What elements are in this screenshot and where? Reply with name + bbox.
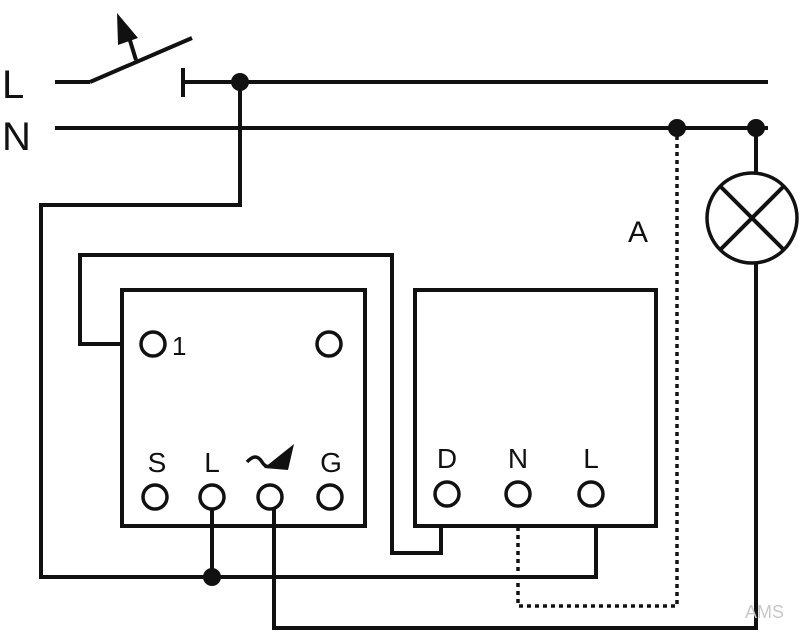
- dimmer-symbol-icon: [245, 444, 294, 470]
- line-label: L: [2, 63, 24, 107]
- dimmer-module: 1 S L G: [120, 288, 367, 528]
- terminal-g: [316, 483, 344, 511]
- switch-contact-arm: [89, 36, 193, 84]
- terminal-top-right: [315, 330, 343, 358]
- terminal1-to-d-wire: [78, 253, 443, 555]
- lamp: [272, 128, 799, 630]
- neutral-label: N: [2, 115, 31, 159]
- lamp-to-dimmer-output-wire: [272, 263, 758, 630]
- line-supply-wire: [39, 82, 598, 579]
- power-module-box: [413, 288, 658, 528]
- terminal-1: [139, 330, 167, 358]
- terminal-l2-label: L: [583, 443, 599, 474]
- optional-neutral-dotted-wire: [516, 136, 679, 608]
- terminal-g-label: G: [320, 447, 342, 478]
- terminal-s: [141, 483, 169, 511]
- terminal-l-label: L: [204, 447, 220, 478]
- terminal-1-label: 1: [172, 331, 186, 361]
- terminal-n: [504, 480, 532, 508]
- power-module: D N L: [413, 288, 658, 528]
- lamp-wire-label: A: [628, 216, 648, 249]
- neutral-junction-dot-a: [668, 119, 686, 137]
- lamp-cross-2: [718, 184, 786, 252]
- terminal-dimmer-output: [256, 483, 284, 511]
- terminal-l2: [577, 480, 605, 508]
- main-switch: [55, 13, 193, 97]
- terminal-d: [433, 480, 461, 508]
- terminal-d-label: D: [437, 443, 457, 474]
- terminal-n-label: N: [508, 443, 528, 474]
- terminal-l: [198, 483, 226, 511]
- watermark: AMS: [745, 602, 784, 622]
- terminal-s-label: S: [148, 447, 167, 478]
- switch-arrow-icon: [117, 13, 138, 45]
